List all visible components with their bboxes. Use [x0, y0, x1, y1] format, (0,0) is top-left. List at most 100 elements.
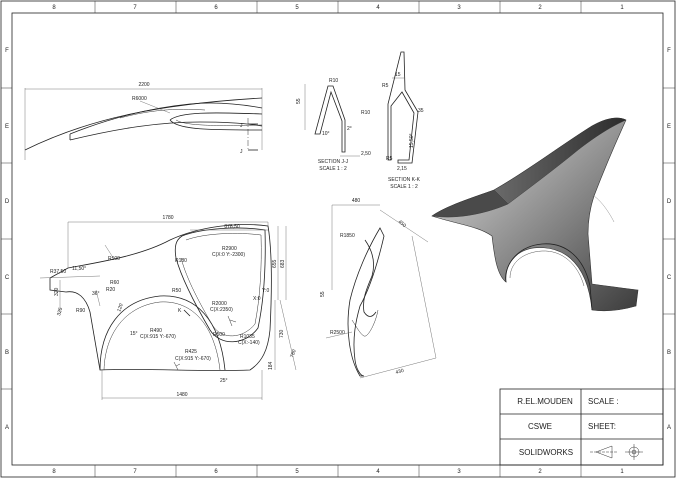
- side-c2900: C(X:0 Y:-2300): [212, 252, 245, 258]
- zone-col-1-bottom: 1: [620, 469, 624, 475]
- zone-row-b-left: B: [5, 350, 9, 356]
- side-a15: 15°: [130, 331, 138, 337]
- side-r500: R500: [108, 256, 120, 262]
- jj-scale: SCALE 1 : 2: [319, 166, 347, 172]
- zone-row-e-right: E: [667, 124, 671, 130]
- side-r490: R490: [150, 328, 162, 334]
- title-block: R.EL.MOUDEN SCALE : CSWE SHEET: SOLIDWOR…: [499, 388, 664, 466]
- zone-col-5-bottom: 5: [295, 469, 299, 475]
- zone-col-2-bottom: 2: [538, 469, 542, 475]
- zone-row-a-left: A: [5, 425, 9, 431]
- side-x0: X:0: [253, 296, 261, 302]
- zone-row-b-right: B: [667, 350, 671, 356]
- kk-label-15: 15: [395, 72, 401, 78]
- side-d120: 120: [116, 303, 125, 313]
- side-r60: R60: [110, 280, 119, 286]
- rear-d450: 450: [397, 219, 407, 229]
- zone-col-1-top: 1: [620, 5, 624, 11]
- projection-symbol-icon: [590, 444, 643, 460]
- jj-title: SECTION J-J: [318, 159, 349, 165]
- section-k-k: 15 R5 35 15,50° R5 2,15 SECTION K-K SCAL…: [382, 51, 424, 190]
- title-org: CSWE: [528, 422, 552, 431]
- side-r37: R37,50: [50, 269, 66, 275]
- side-r1035: R1035: [240, 334, 255, 340]
- rear-d55: 55: [320, 291, 326, 297]
- jj-label-55: 55: [296, 98, 302, 104]
- jj-label-r10-top: R10: [329, 78, 338, 84]
- jj-label-r10-right: R10: [361, 110, 370, 116]
- zone-col-7-bottom: 7: [133, 469, 137, 475]
- kk-label-r5-bottom: R5: [386, 156, 393, 162]
- zone-col-7-top: 7: [133, 5, 137, 11]
- side-a36: 36°: [92, 291, 100, 297]
- zone-row-d-right: D: [667, 199, 672, 205]
- title-sheet-label: SHEET:: [588, 422, 616, 431]
- zone-row-c-right: C: [667, 275, 672, 281]
- side-d184: 184: [268, 361, 274, 370]
- side-r20: R20: [106, 287, 115, 293]
- side-r2000: R2000: [212, 301, 227, 307]
- kk-label-15-50: 15,50°: [409, 133, 415, 148]
- zone-row-e-left: E: [5, 124, 9, 130]
- zone-row-c-left: C: [5, 275, 10, 281]
- rear-view: 480 450 R1850 55 R2500 430: [320, 198, 437, 379]
- jj-label-2deg: 2°: [347, 126, 352, 132]
- side-r90: R90: [76, 308, 85, 314]
- rear-d480: 480: [352, 198, 361, 204]
- section-mark-j-bottom: J: [240, 149, 243, 155]
- side-r50: R50: [172, 288, 181, 294]
- kk-title: SECTION K-K: [388, 177, 421, 183]
- kk-scale: SCALE 1 : 2: [390, 184, 418, 190]
- side-r2900: R2900: [222, 246, 237, 252]
- rear-r2500: R2500: [330, 330, 345, 336]
- side-c2000: C(X:2350): [210, 307, 233, 313]
- top-view: 2200 R6000 J J: [24, 82, 263, 160]
- title-software: SOLIDWORKS: [519, 448, 573, 457]
- title-scale-label: SCALE :: [588, 397, 619, 406]
- zone-col-3-bottom: 3: [457, 469, 461, 475]
- rear-d430: 430: [395, 368, 405, 376]
- kk-label-r5-top: R5: [382, 83, 389, 89]
- kk-label-2-15: 2,15: [397, 166, 407, 172]
- zone-col-4-bottom: 4: [376, 469, 380, 475]
- side-d730: 730: [279, 329, 285, 338]
- side-d325: 325: [56, 307, 64, 317]
- rear-r1850: R1850: [340, 233, 355, 239]
- side-c425: C(X:915 Y:-670): [175, 356, 211, 362]
- side-width-upper: 878,50: [224, 224, 240, 230]
- side-d320: 320: [54, 287, 60, 296]
- side-r500b: R500: [213, 332, 225, 338]
- jj-label-2-50: 2,50: [361, 151, 371, 157]
- zone-col-8-top: 8: [52, 5, 56, 11]
- zone-col-6-bottom: 6: [214, 469, 218, 475]
- zone-col-8-bottom: 8: [52, 469, 56, 475]
- jj-label-10deg: 10°: [322, 131, 330, 137]
- section-mark-j-top: J: [240, 123, 243, 129]
- side-c490: C(X:915 Y:-670): [140, 334, 176, 340]
- side-h683: 683: [280, 259, 286, 268]
- zone-row-f-right: F: [667, 48, 671, 54]
- zone-row-d-left: D: [5, 199, 10, 205]
- side-a25: 25°: [220, 378, 228, 384]
- zone-row-a-right: A: [667, 425, 671, 431]
- side-h655: 655: [272, 259, 278, 268]
- zone-row-f-left: F: [5, 48, 9, 54]
- side-r425: R425: [185, 349, 197, 355]
- top-view-overall-dim: 2200: [138, 82, 149, 88]
- side-view: 1780 878,50 R500 11,50° R37,50 R2900 C(X…: [39, 215, 298, 400]
- side-mark-k: K: [178, 308, 182, 314]
- top-view-radius: R6000: [132, 96, 147, 102]
- zone-col-2-top: 2: [538, 5, 542, 11]
- side-width-total: 1780: [162, 215, 173, 221]
- zone-col-6-top: 6: [214, 5, 218, 11]
- zone-col-3-top: 3: [457, 5, 461, 11]
- side-r180: R180: [175, 258, 187, 264]
- side-c1035: C(X:-140): [238, 340, 260, 346]
- side-width-bottom: 1480: [176, 392, 187, 398]
- title-author: R.EL.MOUDEN: [517, 397, 573, 406]
- section-j-j: R10 55 R10 10° 2° 2,50 SECTION J-J SCALE…: [296, 78, 371, 172]
- kk-label-35: 35: [418, 108, 424, 114]
- side-angle-top: 11,50°: [72, 266, 86, 272]
